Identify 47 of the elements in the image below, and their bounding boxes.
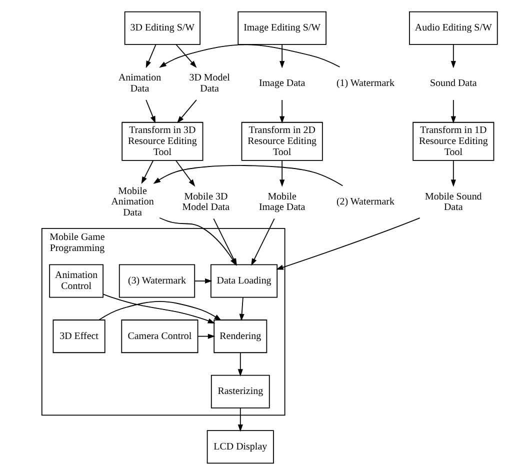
arrow: [152, 165, 343, 186]
node-box: LCD Display: [206, 430, 274, 464]
arrow: [140, 160, 154, 184]
node-text: 3D Model Data: [188, 72, 230, 94]
arrow: [450, 44, 456, 68]
arrow: [175, 160, 195, 187]
node-box: Data Loading: [210, 264, 278, 298]
arrow: [102, 294, 215, 324]
node-text: Mobile Animation Data: [110, 186, 154, 219]
arrow: [196, 334, 215, 339]
arrow: [175, 44, 196, 68]
arrow: [176, 100, 196, 124]
arrow: [450, 100, 456, 124]
arrow: [276, 217, 420, 270]
arrow: [98, 301, 221, 321]
node-box: Transform in 2D Resource Editing Tool: [240, 122, 322, 161]
arrow: [279, 160, 284, 187]
arrow: [158, 44, 340, 68]
arrow: [238, 296, 244, 322]
node-box: 3D Effect: [52, 320, 105, 354]
node-text: Sound Data: [430, 78, 476, 89]
node-box: Rasterizing: [210, 374, 270, 408]
arrow: [279, 100, 284, 124]
node-box: (3) Watermark: [118, 264, 195, 298]
node-box: Image Editing S/W: [237, 11, 326, 45]
arrow: [145, 44, 156, 68]
arrow: [237, 408, 242, 432]
node-text: Image Data: [258, 78, 305, 89]
node-text: (1) Watermark: [336, 78, 394, 89]
node-box: Audio Editing S/W: [408, 11, 498, 45]
arrow: [145, 100, 156, 124]
arrow: [250, 218, 274, 266]
node-text: (2) Watermark: [336, 196, 394, 208]
arrow: [279, 44, 284, 68]
node-text: Animation Data: [118, 72, 161, 94]
node-box: 3D Editing S/W: [124, 11, 200, 45]
arrow: [194, 278, 212, 284]
node-box: Animation Control: [48, 264, 104, 298]
node-box: Transform in 3D Resource Editing Tool: [121, 122, 203, 161]
node-text: Mobile Image Data: [258, 191, 305, 214]
node-text: Mobile Sound Data: [424, 191, 482, 214]
node-box: Rendering: [213, 320, 267, 354]
node-box: Transform in 1D Resource Editing Tool: [412, 122, 494, 161]
node-box: Camera Control: [120, 320, 198, 354]
arrow: [450, 160, 456, 187]
node-text: Mobile 3D Model Data: [182, 191, 230, 214]
arrow: [237, 352, 242, 376]
